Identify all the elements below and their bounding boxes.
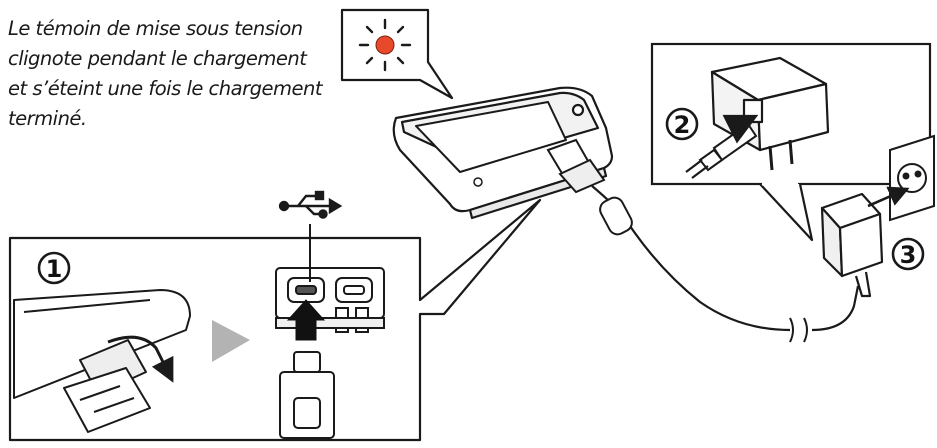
step2-number: 2 [674, 111, 691, 139]
step3-number: 3 [900, 241, 917, 269]
blinking-lamp-icon [358, 18, 412, 72]
step1-inset: 1 [8, 190, 542, 442]
direction-arrow [212, 320, 250, 362]
caption-line-1: Le témoin de mise sous tension [8, 17, 303, 40]
usb-cable [591, 185, 860, 332]
charging-caption: Le témoin de mise sous tension clignote … [8, 14, 338, 134]
port-closeup [275, 267, 385, 333]
camera-port-cover [13, 289, 191, 433]
ferrite-core [599, 196, 633, 236]
caption-line-3: et s’éteint une fois le chargement [8, 77, 322, 100]
camera-usb-plug [546, 138, 606, 194]
wall-socket [889, 134, 935, 222]
micro-usb-plug [279, 351, 335, 439]
step1-number: 1 [46, 255, 63, 283]
indicator-callout [340, 8, 454, 100]
step2-inset: 2 [650, 42, 932, 242]
wall-adapter [820, 186, 910, 298]
caption-line-2: clignote pendant le chargement [8, 47, 307, 70]
insert-arrow [286, 299, 326, 341]
step2-badge: 2 [665, 107, 699, 141]
camera-body [392, 86, 614, 220]
step1-badge: 1 [37, 251, 71, 285]
cable-break [789, 317, 808, 343]
usb-icon [278, 190, 343, 219]
step3-badge: 3 [891, 237, 925, 271]
caption-line-4: terminé. [8, 107, 87, 130]
